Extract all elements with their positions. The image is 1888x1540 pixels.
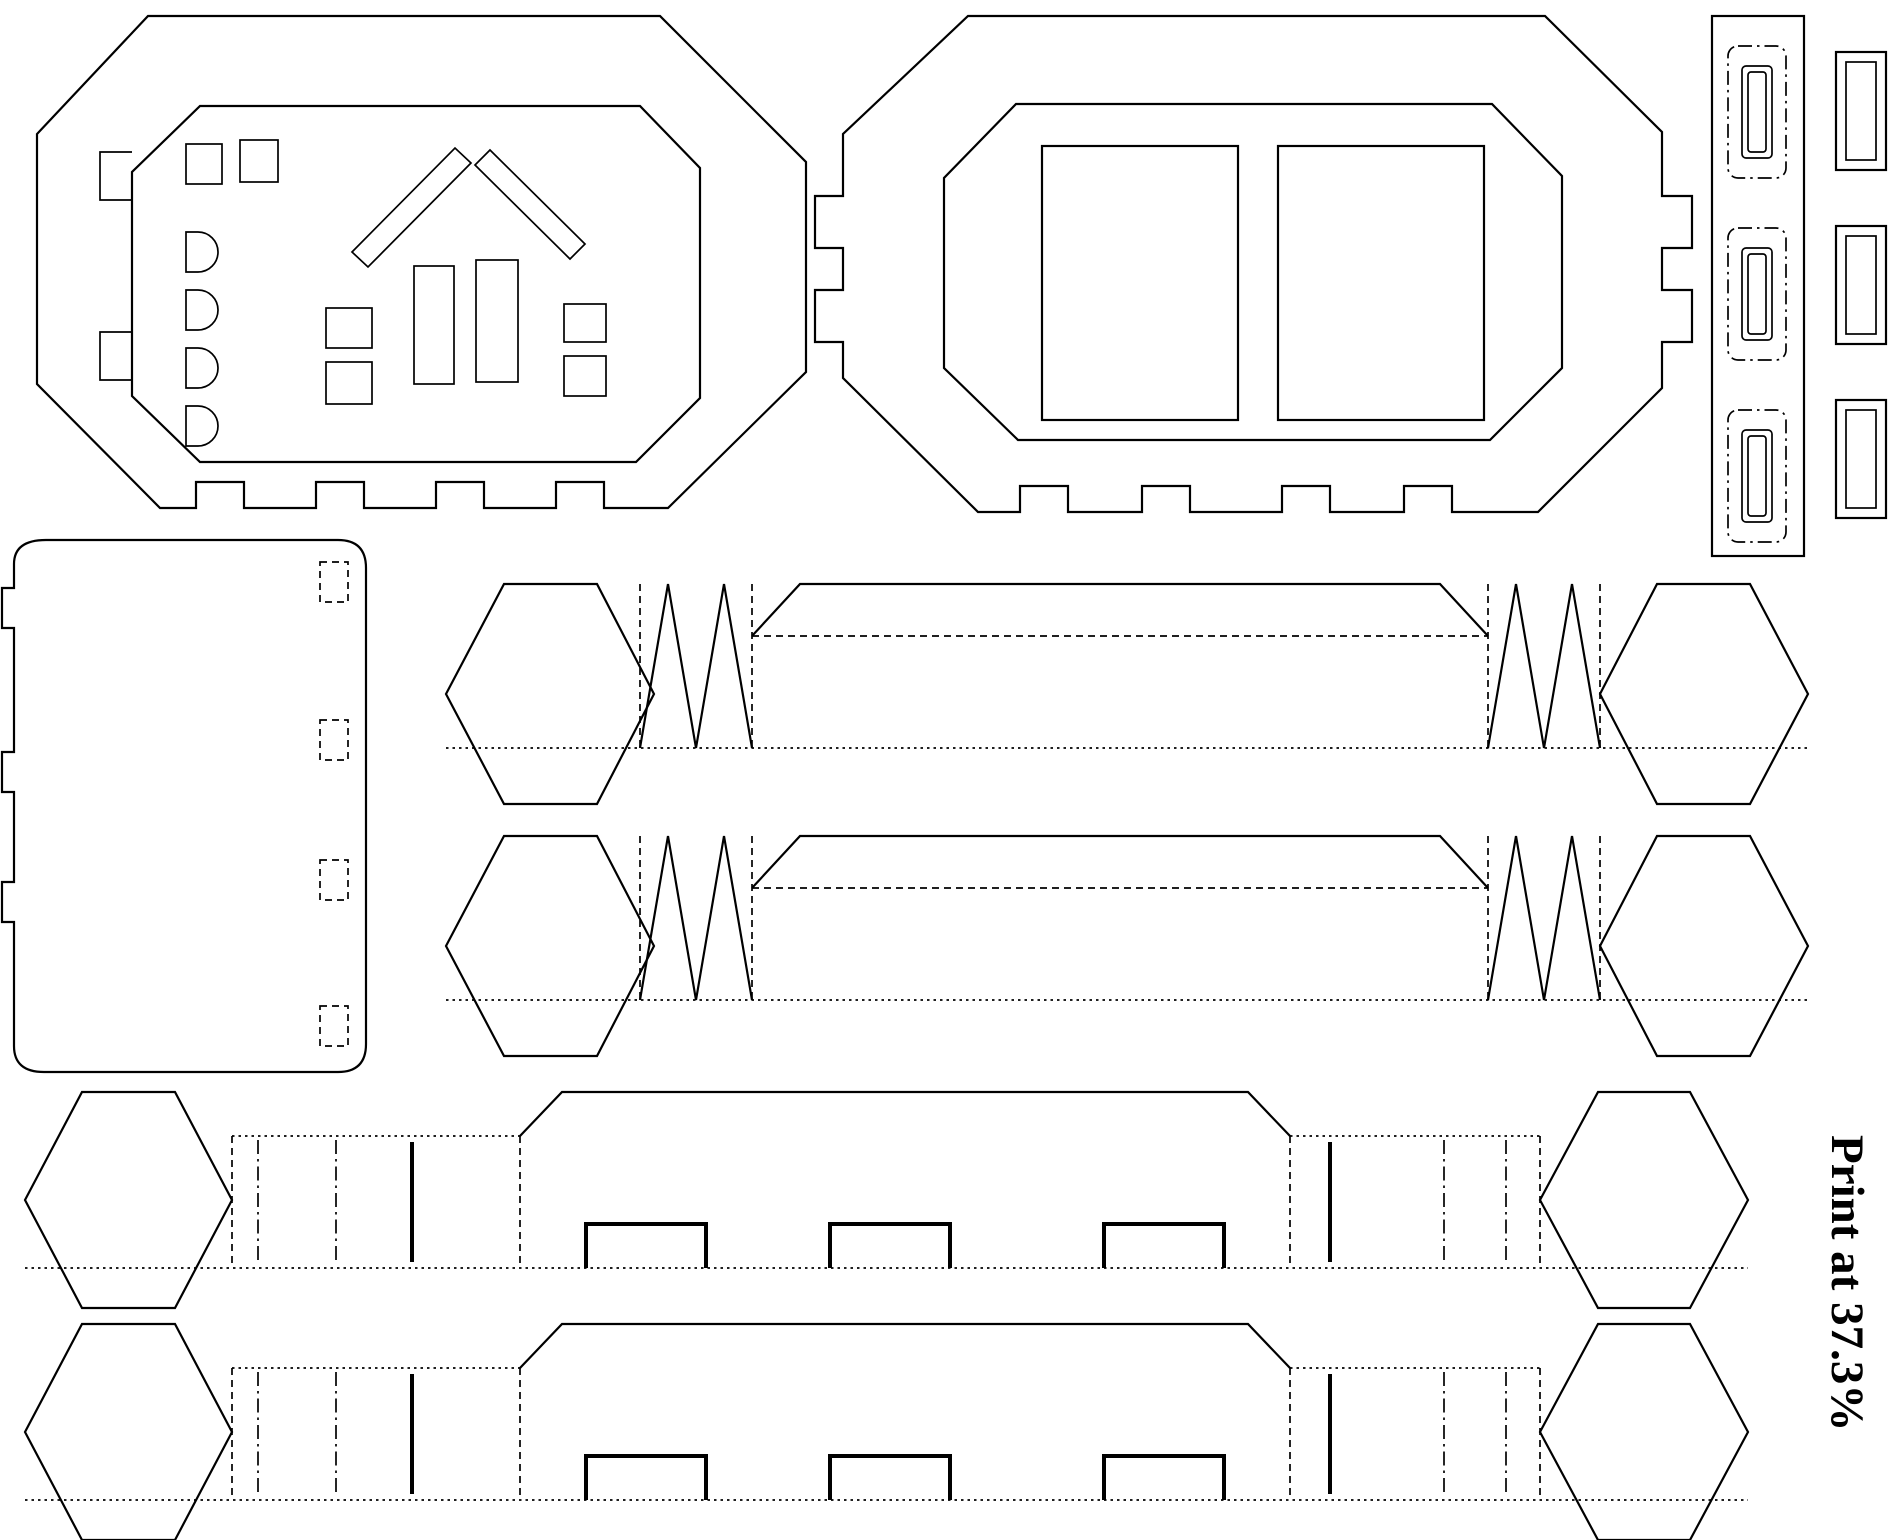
diagonal-slot xyxy=(350,146,473,269)
square-cutout xyxy=(185,143,223,185)
piece-base-strip-1 xyxy=(23,1090,1750,1310)
window-panel-inner-outline xyxy=(942,102,1564,442)
d-shaped-hole xyxy=(185,289,219,331)
piece-detail-panel xyxy=(35,14,808,510)
small-plate-inner xyxy=(1845,235,1877,335)
hatch-strip-outline xyxy=(1710,14,1806,558)
piece-hatch-strip xyxy=(1710,14,1806,558)
detail-panel-outer-outline xyxy=(35,14,808,510)
rect-cutout xyxy=(325,361,373,405)
edge-notch xyxy=(99,151,132,201)
piece-window-panel xyxy=(813,14,1694,514)
small-plate-outline xyxy=(1834,398,1888,520)
hatch-cutout xyxy=(1741,65,1773,159)
window-cutout xyxy=(1040,144,1240,422)
window-cutout xyxy=(1276,144,1486,422)
tab-slot xyxy=(319,561,349,603)
print-scale-note: Print at 37.3% xyxy=(1821,1135,1873,1431)
small-plate-outline xyxy=(1834,50,1888,172)
small-plate-inner xyxy=(1845,409,1877,509)
rect-cutout xyxy=(563,303,607,343)
square-cutout xyxy=(239,139,279,183)
hatch-cutout-inner xyxy=(1747,71,1767,153)
piece-base-strip-2 xyxy=(23,1322,1750,1540)
piece-door-panel xyxy=(0,538,368,1074)
hatch-fold-outline xyxy=(1727,227,1787,361)
detail-panel-inner-outline xyxy=(130,104,702,464)
rect-cutout xyxy=(563,355,607,397)
tall-slot-cutout xyxy=(475,259,519,383)
hatch-cutout xyxy=(1741,247,1773,341)
hatch-fold-outline xyxy=(1727,45,1787,179)
edge-notch xyxy=(99,331,132,381)
tab-slot xyxy=(319,859,349,901)
door-panel-outline xyxy=(0,538,368,1074)
window-panel-outer-outline xyxy=(813,14,1694,514)
tall-slot-cutout xyxy=(413,265,455,385)
hatch-cutout xyxy=(1741,429,1773,523)
tab-slot xyxy=(319,719,349,761)
small-plate-outline xyxy=(1834,224,1888,346)
hatch-fold-outline xyxy=(1727,409,1787,543)
diagonal-slot xyxy=(473,148,587,261)
d-shaped-hole xyxy=(185,405,219,447)
piece-wrapper-strip-2 xyxy=(444,834,1810,1058)
small-plate-inner xyxy=(1845,61,1877,161)
d-shaped-hole xyxy=(185,347,219,389)
hatch-cutout-inner xyxy=(1747,253,1767,335)
piece-wrapper-strip-1 xyxy=(444,582,1810,806)
piece-small-plates xyxy=(1834,50,1888,520)
hatch-cutout-inner xyxy=(1747,435,1767,517)
d-shaped-hole xyxy=(185,231,219,273)
tab-slot xyxy=(319,1005,349,1047)
rect-cutout xyxy=(325,307,373,349)
